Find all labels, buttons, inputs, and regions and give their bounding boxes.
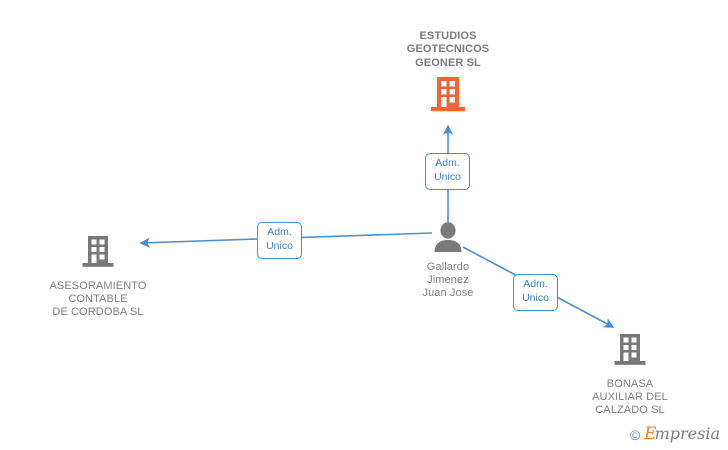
- brand-remainder: mpresia: [654, 424, 720, 443]
- brand-initial: E: [644, 424, 657, 444]
- watermark: © Empresia: [630, 426, 720, 444]
- building-icon: [565, 333, 695, 373]
- node-company-main-label: ESTUDIOS GEOTECNICOS GEONER SL: [406, 30, 490, 69]
- building-icon: [378, 70, 518, 119]
- brand-name: Empresia: [644, 426, 720, 444]
- node-company-main[interactable]: ESTUDIOS GEOTECNICOS GEONER SL: [378, 30, 518, 119]
- node-company-left[interactable]: ASESORAMIENTO CONTABLE DE CORDOBA SL: [33, 235, 163, 320]
- edge-label-person-to-company-bottom-right[interactable]: Adm. Unico: [513, 274, 558, 311]
- edge-label-person-to-company-main[interactable]: Adm. Unico: [425, 153, 470, 190]
- edge-label-person-to-company-left[interactable]: Adm. Unico: [257, 222, 302, 259]
- person-icon: [393, 222, 503, 258]
- building-icon: [33, 235, 163, 275]
- node-company-left-label: ASESORAMIENTO CONTABLE DE CORDOBA SL: [49, 279, 147, 319]
- node-person-label: Gallardo Jimenez Juan Jose: [422, 260, 474, 300]
- node-person[interactable]: Gallardo Jimenez Juan Jose: [393, 222, 503, 301]
- node-company-bottom-right-label: BONASA AUXILIAR DEL CALZADO SL: [592, 377, 668, 417]
- node-company-bottom-right[interactable]: BONASA AUXILIAR DEL CALZADO SL: [565, 333, 695, 418]
- copyright-icon: ©: [629, 427, 641, 443]
